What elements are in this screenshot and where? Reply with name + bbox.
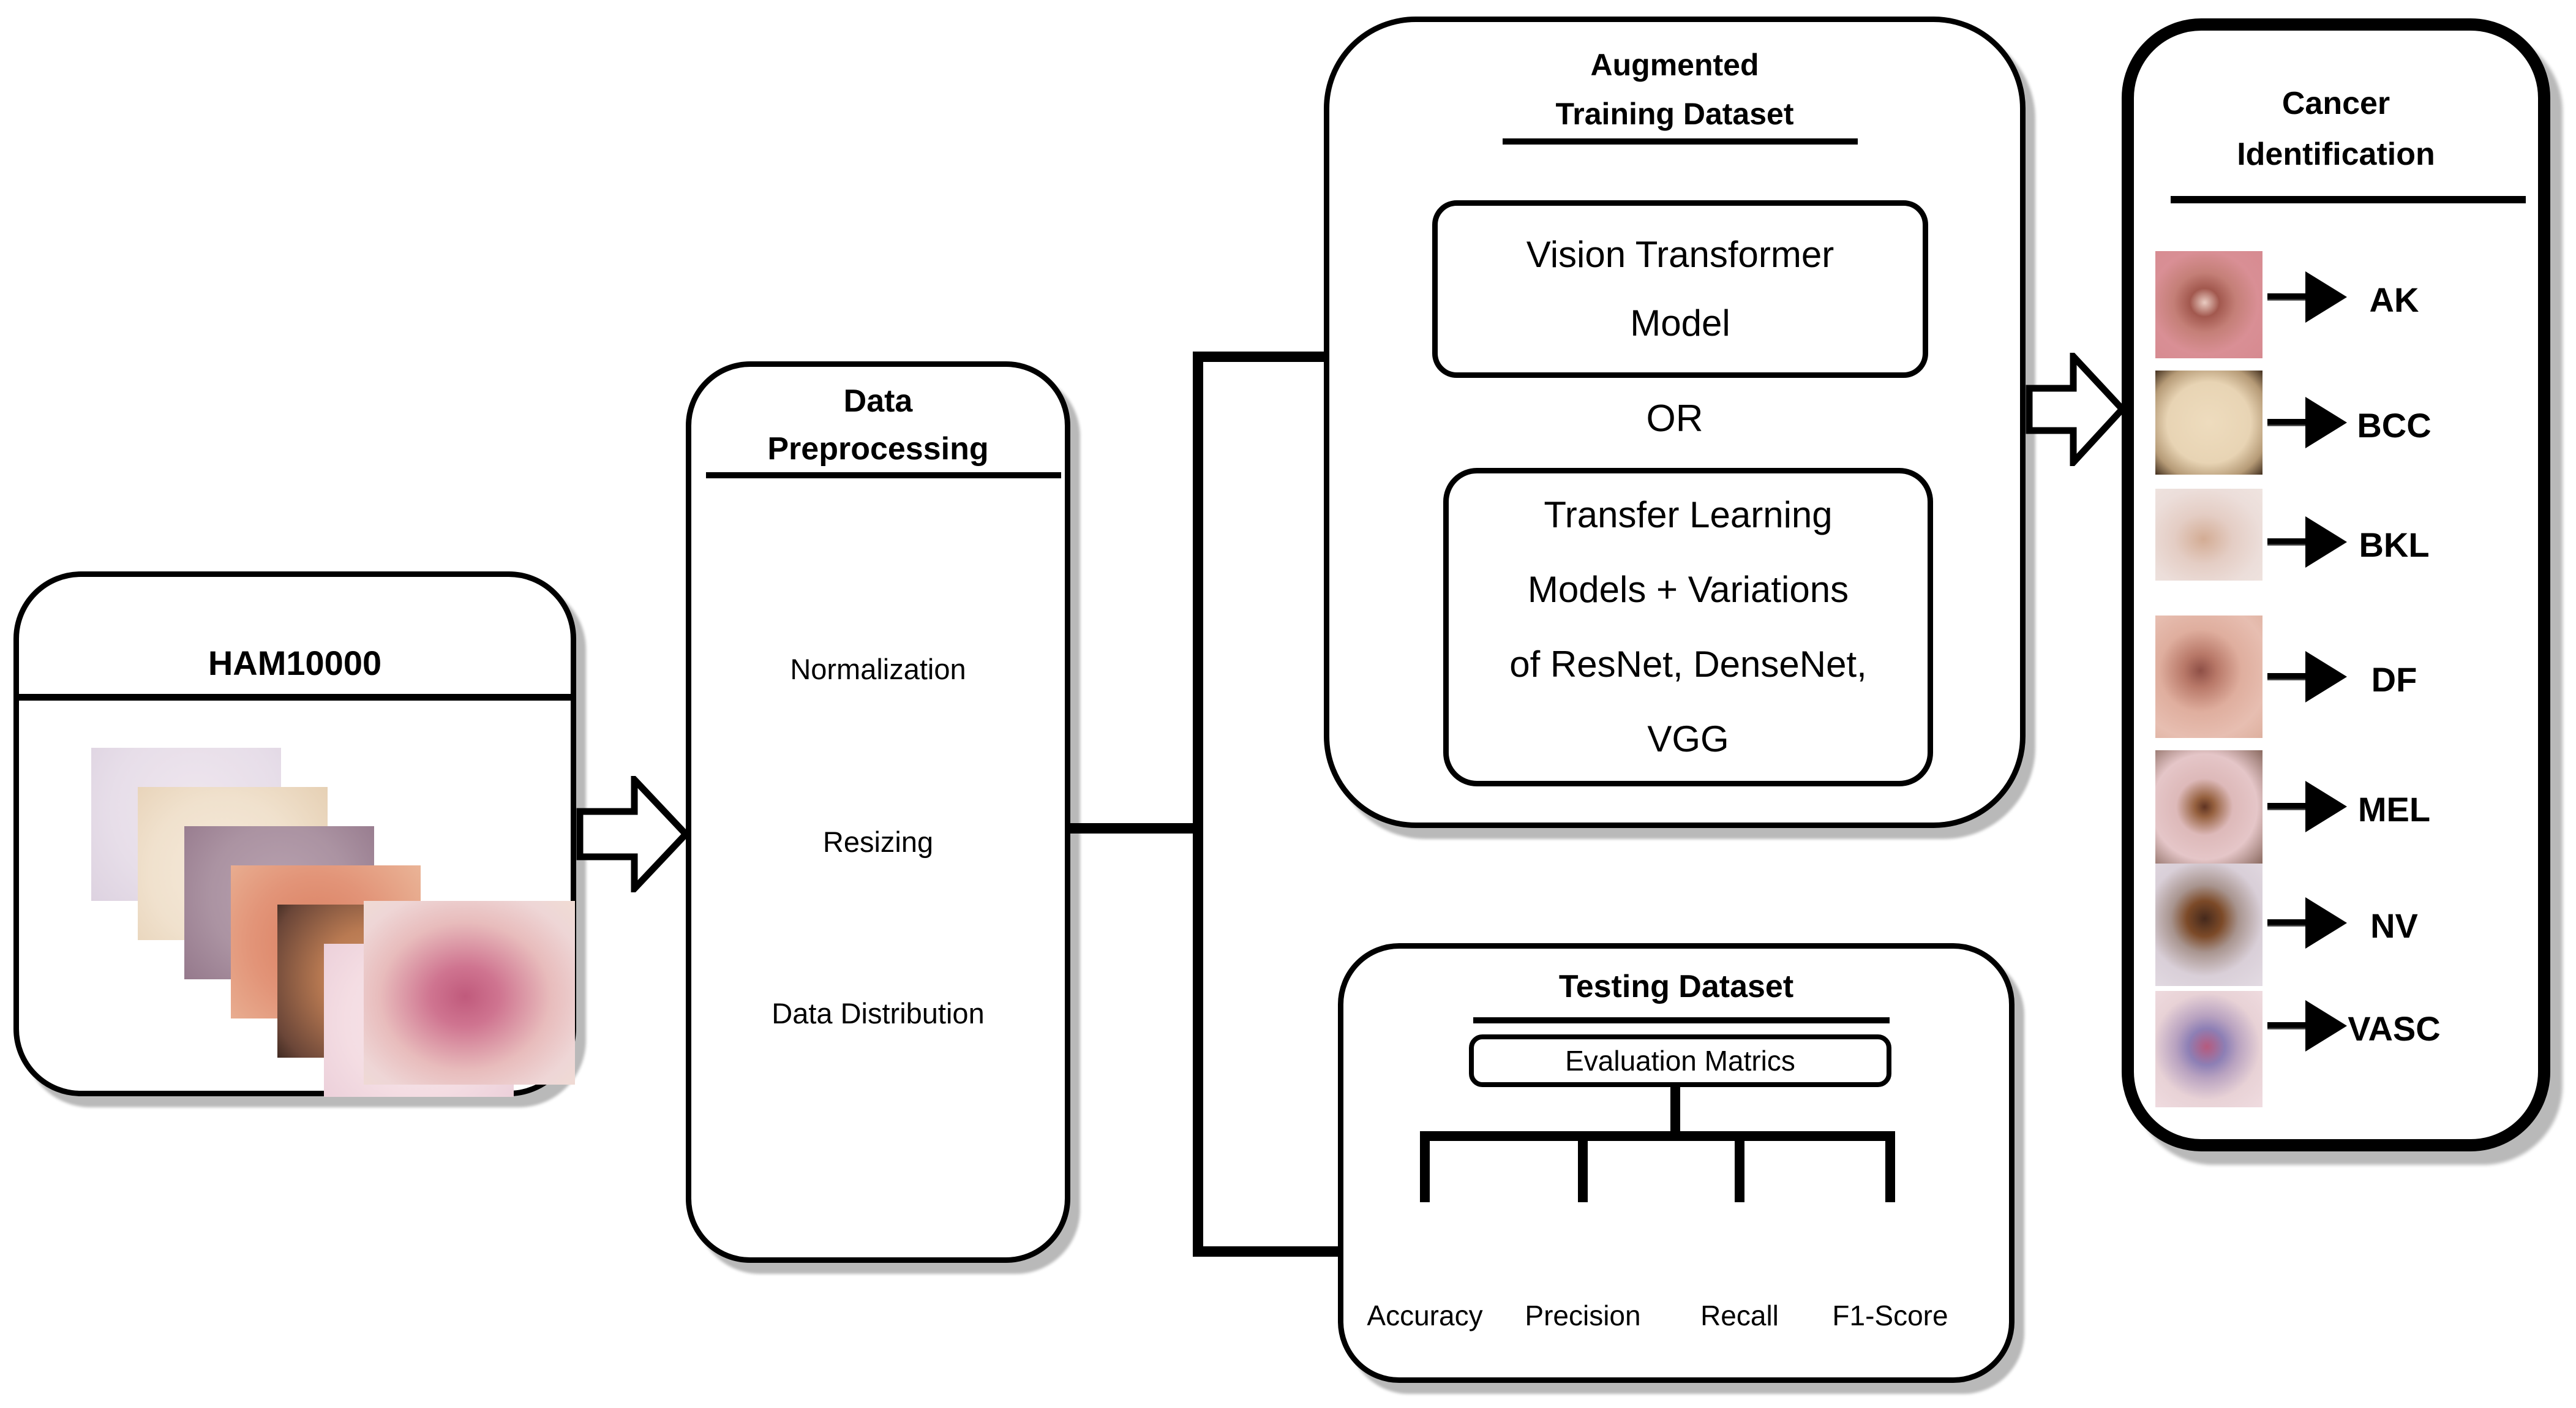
- evaluation-metrics-label: Evaluation Matrics: [1565, 1045, 1795, 1077]
- cancer-title-underline: [2171, 196, 2526, 203]
- metrics-tree-drop-recall: [1735, 1141, 1744, 1202]
- arrow-head-icon-bcc: [2305, 397, 2347, 448]
- arrow-line-mel: [2267, 803, 2305, 810]
- class-label-bkl: BKL: [2359, 525, 2430, 564]
- arrow-head-icon-nv: [2305, 897, 2347, 949]
- vision-transformer-line2: Model: [1630, 303, 1730, 344]
- lesion-image-df: [2155, 616, 2262, 738]
- preprocessing-title-line1: Data: [843, 383, 913, 419]
- arrow-line-bcc: [2267, 419, 2305, 426]
- preprocessing-title: Data Preprocessing: [691, 377, 1065, 473]
- metrics-tree-drop-f1score: [1885, 1141, 1895, 1202]
- class-label-vasc: VASC: [2348, 1009, 2441, 1048]
- arrow-line-bkl: [2267, 538, 2305, 546]
- preprocessing-step-resizing: Resizing: [822, 826, 934, 858]
- data-preprocessing-box: Data Preprocessing Normalization Resizin…: [686, 361, 1070, 1263]
- preprocessing-title-line2: Preprocessing: [767, 431, 989, 467]
- class-label-bcc: BCC: [2357, 406, 2431, 445]
- metric-label-accuracy: Accuracy: [1367, 1300, 1483, 1331]
- arrow-line-vasc: [2267, 1022, 2305, 1030]
- lesion-image-nv: [2155, 864, 2262, 986]
- metrics-tree-drop-accuracy: [1420, 1141, 1430, 1202]
- testing-title: Testing Dataset: [1558, 969, 1794, 1004]
- preprocessing-step-normalization: Normalization: [790, 653, 966, 685]
- ham10000-title: HAM10000: [208, 644, 382, 682]
- metrics-tree-stem: [1670, 1087, 1680, 1131]
- cancer-identification-panel: Cancer Identification AK BCC BKL DF MEL …: [2122, 18, 2550, 1151]
- block-arrow-icon-ham-to-preprocessing: [576, 776, 689, 892]
- vision-transformer-box: Vision Transformer Model: [1432, 200, 1928, 378]
- lesion-image-mel: [2155, 750, 2262, 864]
- preprocessing-title-underline: [706, 472, 1061, 478]
- lesion-image-bcc: [2155, 371, 2262, 475]
- evaluation-metrics-box: Evaluation Matrics: [1469, 1034, 1891, 1087]
- arrow-line-ak: [2267, 293, 2305, 301]
- arrow-head-icon-ak: [2305, 271, 2347, 323]
- augmented-title: Augmented Training Dataset: [1329, 40, 2020, 138]
- transfer-learning-line4: VGG: [1647, 718, 1729, 759]
- augmented-title-line2: Training Dataset: [1555, 97, 1794, 131]
- lesion-image-bkl: [2155, 489, 2262, 581]
- connector-branch-to-augmented: [1200, 352, 1324, 362]
- transfer-learning-line3: of ResNet, DenseNet,: [1509, 644, 1867, 685]
- cancer-title-line2: Identification: [2237, 137, 2435, 172]
- testing-title-underline: [1473, 1017, 1890, 1023]
- augmented-training-dataset-box: Augmented Training Dataset Vision Transf…: [1324, 17, 2026, 828]
- connector-preprocessing-to-spine: [1070, 823, 1198, 834]
- connector-branch-to-testing: [1200, 1246, 1338, 1257]
- connector-spine: [1193, 352, 1203, 1257]
- testing-dataset-box: Testing Dataset Evaluation Matrics Accur…: [1338, 943, 2015, 1383]
- arrow-line-nv: [2267, 919, 2305, 927]
- metrics-tree-bar: [1420, 1131, 1895, 1141]
- or-label: OR: [1646, 397, 1703, 440]
- ham10000-box: HAM10000: [13, 571, 576, 1097]
- arrow-head-icon-df: [2305, 651, 2347, 702]
- preprocessing-step-data-distribution: Data Distribution: [772, 997, 985, 1030]
- block-arrow-icon-augmented-to-cancer: [2026, 353, 2126, 466]
- skin-sample-image-front: [364, 901, 575, 1085]
- metrics-tree-drop-precision: [1578, 1141, 1588, 1202]
- arrow-line-df: [2267, 673, 2305, 680]
- metric-label-precision: Precision: [1525, 1300, 1641, 1331]
- cancer-title: Cancer Identification: [2134, 78, 2538, 180]
- class-label-df: DF: [2371, 660, 2417, 699]
- lesion-image-vasc: [2155, 991, 2262, 1107]
- cancer-title-line1: Cancer: [2281, 86, 2390, 121]
- arrow-head-icon-mel: [2305, 781, 2347, 832]
- class-label-nv: NV: [2370, 906, 2418, 945]
- arrow-head-icon-bkl: [2305, 516, 2347, 568]
- augmented-title-underline: [1503, 138, 1858, 145]
- class-label-ak: AK: [2369, 280, 2419, 319]
- ham-title-divider: [19, 694, 571, 701]
- transfer-learning-box: Transfer Learning Models + Variations of…: [1443, 468, 1933, 786]
- class-label-mel: MEL: [2357, 790, 2431, 829]
- transfer-learning-line2: Models + Variations: [1527, 569, 1849, 610]
- lesion-image-ak: [2155, 251, 2262, 358]
- arrow-head-icon-vasc: [2305, 1000, 2347, 1052]
- augmented-title-line1: Augmented: [1590, 48, 1759, 82]
- metric-label-recall: Recall: [1700, 1300, 1779, 1331]
- vision-transformer-line1: Vision Transformer: [1526, 234, 1834, 275]
- transfer-learning-line1: Transfer Learning: [1544, 494, 1833, 535]
- metric-label-f1score: F1-Score: [1832, 1300, 1948, 1331]
